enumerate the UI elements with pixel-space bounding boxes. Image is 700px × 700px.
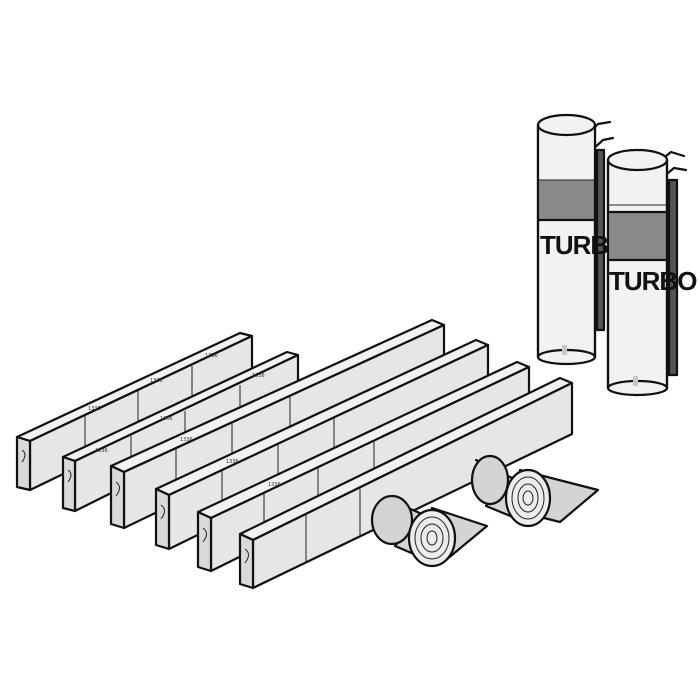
- svg-text:1336: 1336: [150, 378, 163, 384]
- strip-mark-4: 1336: [226, 459, 239, 465]
- tape-roll-right: [470, 454, 600, 528]
- can-label-front: TURBO: [609, 266, 697, 296]
- strip-mark-5: 1336: [268, 482, 281, 488]
- foam-can-front: TURBO: [606, 148, 698, 397]
- svg-text:1336: 1336: [252, 373, 265, 379]
- profile-strip-6: [238, 376, 574, 590]
- tape-roll-left: [370, 494, 489, 568]
- strip-mark-3: 1336: [180, 437, 193, 443]
- svg-text:1336: 1336: [160, 416, 173, 422]
- strip-mark-1: 1336: [88, 406, 101, 412]
- svg-text:1336: 1336: [205, 353, 218, 359]
- strip-mark-2: 1336: [95, 448, 108, 454]
- foam-can-back: TURBO: [536, 113, 629, 366]
